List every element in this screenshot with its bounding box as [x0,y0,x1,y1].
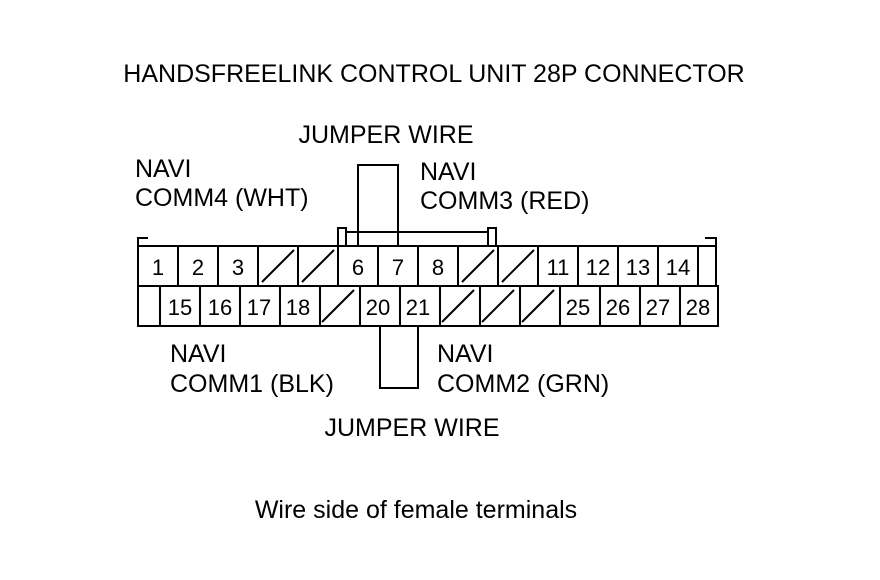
navi-comm2-label-line1: NAVI [437,340,494,368]
jumper-wire-top [357,164,399,246]
jumper-wire-bottom-label: JUMPER WIRE [325,414,500,442]
pin-16: 16 [208,295,232,320]
pin-24-blank [521,289,555,323]
top-row: 1 2 3 6 7 8 11 12 13 14 [152,249,690,283]
navi-comm1-label-line2: COMM1 (BLK) [170,370,334,398]
pin-15: 15 [168,295,192,320]
navi-comm3-label-line2: COMM3 (RED) [420,187,589,215]
top-row-dividers [177,246,699,286]
diagram-title: HANDSFREELINK CONTROL UNIT 28P CONNECTOR [123,60,744,88]
pin-27: 27 [646,295,670,320]
navi-comm1-label-line1: NAVI [170,340,227,368]
pin-22-blank [441,289,475,323]
pin-21: 21 [406,295,430,320]
connector-latch-right [705,237,717,246]
connector-latch-left [137,237,148,246]
pin-23-blank [481,289,515,323]
jumper-wire-top-label: JUMPER WIRE [299,121,474,149]
pin-25: 25 [566,295,590,320]
pin-10-blank [501,249,535,283]
connector-outline [137,245,719,327]
pin-7: 7 [392,255,404,280]
pin-14: 14 [666,255,690,280]
pin-19-blank [321,289,355,323]
navi-comm3-label-line1: NAVI [420,158,477,186]
pin-9-blank [461,249,495,283]
pin-8: 8 [432,255,444,280]
connector-body [137,227,719,327]
connector-key-left [337,227,347,246]
navi-comm4-label-line1: NAVI [135,155,192,183]
pin-17: 17 [247,295,271,320]
pin-3: 3 [232,255,244,280]
pin-26: 26 [606,295,630,320]
pin-2: 2 [192,255,204,280]
pin-18: 18 [286,295,310,320]
bottom-row: 15 16 17 18 20 21 25 26 27 28 [168,289,710,323]
pin-13: 13 [626,255,650,280]
connector-key-right [487,227,497,246]
pin-20: 20 [366,295,390,320]
diagram-caption: Wire side of female terminals [255,496,577,524]
jumper-wire-bottom [379,326,419,389]
pin-1: 1 [152,255,164,280]
pin-12: 12 [586,255,610,280]
pin-28: 28 [686,295,710,320]
bottom-row-dividers [159,286,681,326]
pin-5-blank [301,249,335,283]
pin-4-blank [261,249,295,283]
navi-comm4-label-line2: COMM4 (WHT) [135,184,309,212]
pin-11: 11 [547,255,570,280]
pin-6: 6 [352,255,364,280]
navi-comm2-label-line2: COMM2 (GRN) [437,370,609,398]
